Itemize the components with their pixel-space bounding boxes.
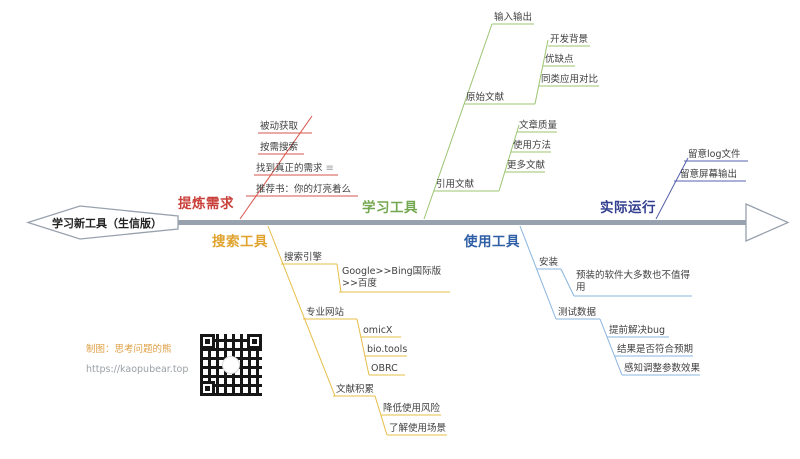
topic-dev-background[interactable]: 开发背景 <box>550 34 589 45</box>
topic-real-need[interactable]: 找到真正的需求≡ <box>256 163 334 174</box>
topic-preinstalled-software[interactable]: 预装的软件大多数也不值得用 <box>576 270 691 293</box>
topic-usage-scene[interactable]: 了解使用场景 <box>389 423 447 434</box>
learn-branch-lines <box>423 23 599 220</box>
use-install-connector <box>560 268 575 297</box>
root-topic[interactable]: 学习新工具（生信版） <box>52 217 162 230</box>
topic-literature-accumulate[interactable]: 文献积累 <box>336 384 375 395</box>
search-engine-connector <box>336 263 342 293</box>
topic-passive-acquire[interactable]: 被动获取 <box>260 121 299 132</box>
topic-pro-sites[interactable]: 专业网站 <box>306 307 345 318</box>
qr-finder-topleft <box>200 334 215 349</box>
qr-finder-topright <box>247 334 262 349</box>
topic-log-file[interactable]: 留意log文件 <box>688 149 741 160</box>
topic-cited-papers[interactable]: 引用文献 <box>436 179 475 190</box>
spine-arrowhead <box>745 203 790 242</box>
topic-reduce-risk[interactable]: 降低使用风险 <box>383 403 441 414</box>
use-diagonal <box>519 225 557 320</box>
refine-branch-lines <box>239 115 358 220</box>
run-diagonal <box>655 157 689 220</box>
topic-recommended-book[interactable]: 推荐书：你的灯亮着么 <box>256 184 352 195</box>
notes-icon[interactable]: ≡ <box>325 163 334 174</box>
topic-usage-method[interactable]: 使用方法 <box>513 140 552 151</box>
topic-omicx[interactable]: omicX <box>363 325 393 336</box>
qr-finder-bottomleft <box>200 381 215 396</box>
learn-original-diagonal <box>534 39 549 105</box>
topic-similar-apps[interactable]: 同类应用对比 <box>541 74 599 85</box>
topic-pros-cons[interactable]: 优缺点 <box>545 54 574 65</box>
topic-fix-bug-early[interactable]: 提前解决bug <box>609 325 666 336</box>
topic-original-paper[interactable]: 原始文献 <box>466 92 505 103</box>
credit-author: 制图：思考问题的熊 <box>86 344 172 355</box>
topic-obrc[interactable]: OBRC <box>371 363 398 374</box>
learn-cited-diagonal <box>498 124 520 192</box>
topic-search-on-demand[interactable]: 按需搜索 <box>260 142 299 153</box>
use-branch-lines <box>519 225 700 376</box>
topic-biotools[interactable]: bio.tools <box>367 344 408 355</box>
qr-logo <box>222 356 240 374</box>
learn-diagonal <box>423 23 493 220</box>
root-shape <box>25 205 179 240</box>
use-testdata-diagonal <box>599 318 623 376</box>
branch-learn[interactable]: 学习工具 <box>362 200 418 216</box>
credit-url: https://kaopubear.top <box>86 364 189 375</box>
search-branch-lines <box>267 225 450 436</box>
topic-result-expectation[interactable]: 结果是否符合预期 <box>617 344 694 355</box>
branch-run[interactable]: 实际运行 <box>600 200 656 216</box>
topic-more-papers[interactable]: 更多文献 <box>507 160 546 171</box>
search-sites-diagonal <box>356 318 370 376</box>
search-diagonal <box>267 225 336 397</box>
topic-param-effect[interactable]: 感知调整参数效果 <box>624 363 701 374</box>
topic-install[interactable]: 安装 <box>539 257 559 268</box>
topic-real-need-label: 找到真正的需求 <box>256 163 323 174</box>
topic-input-output[interactable]: 输入输出 <box>494 12 533 23</box>
topic-google-bing-baidu[interactable]: Google>>Bing国际版>>百度 <box>342 266 442 289</box>
run-branch-lines <box>655 157 748 220</box>
branch-use[interactable]: 使用工具 <box>464 234 520 250</box>
topic-test-data[interactable]: 测试数据 <box>558 307 597 318</box>
branch-search[interactable]: 搜索工具 <box>212 234 268 250</box>
topic-screen-output[interactable]: 留意屏幕输出 <box>680 169 738 180</box>
qr-code <box>200 334 262 396</box>
topic-article-quality[interactable]: 文章质量 <box>519 120 558 131</box>
topic-search-engine[interactable]: 搜索引擎 <box>284 252 323 263</box>
branch-refine[interactable]: 提炼需求 <box>178 196 234 212</box>
